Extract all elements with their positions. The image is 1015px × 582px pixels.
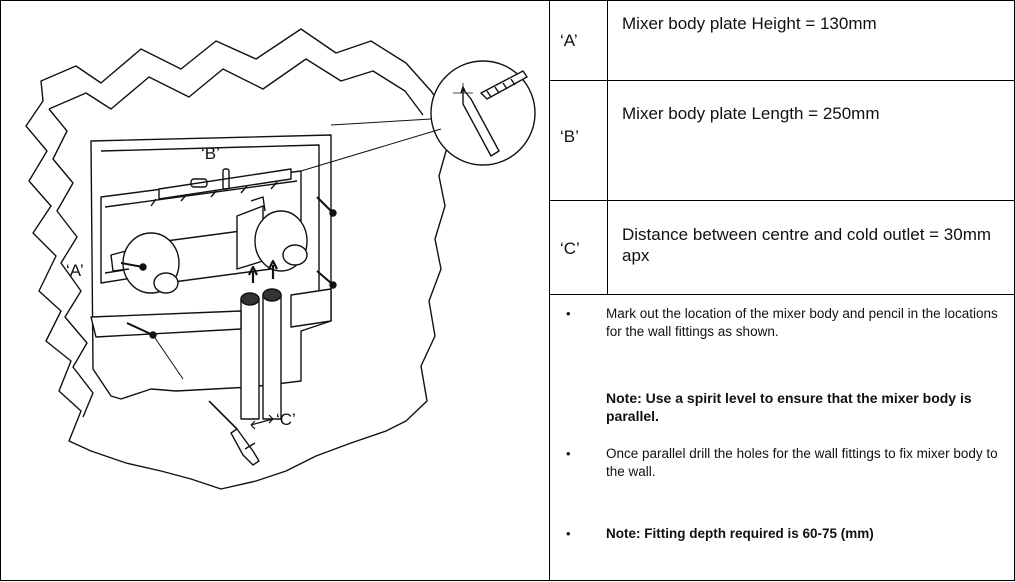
bullet: • (566, 446, 571, 461)
note-text: Mark out the location of the mixer body … (606, 306, 998, 339)
mixer-installation-illustration: ‘B’ ‘A’ ‘C’ (25, 28, 536, 490)
spec-value-a: Mixer body plate Height = 130mm (622, 14, 877, 33)
insert-arrow-right (268, 259, 278, 279)
spec-key-b: ‘B’ (560, 127, 579, 146)
spec-row-c: ‘C’ Distance between centre and cold out… (550, 201, 1014, 295)
spec-key-c: ‘C’ (560, 239, 580, 258)
label-b: ‘B’ (201, 144, 220, 163)
installation-diagram: ‘B’ ‘A’ ‘C’ (0, 0, 549, 581)
note-text: Once parallel drill the holes for the wa… (606, 446, 998, 479)
spec-table: ‘A’ Mixer body plate Height = 130mm ‘B’ … (549, 0, 1015, 581)
bullet: • (566, 306, 571, 321)
wall-left-edge (48, 108, 94, 418)
instruction-notes: • Mark out the location of the mixer bod… (550, 295, 1014, 580)
hot-pipe (240, 298, 260, 420)
spec-row-b: ‘B’ Mixer body plate Length = 250mm (550, 81, 1014, 201)
label-a: ‘A’ (66, 261, 84, 280)
cold-pipe (262, 294, 282, 420)
dimension-c-arrow (250, 414, 274, 430)
spec-value-c: Distance between centre and cold outlet … (622, 225, 992, 265)
screw-left (120, 262, 144, 268)
note-text: Note: Use a spirit level to ensure that … (606, 390, 972, 424)
spec-key-a: ‘A’ (560, 31, 578, 50)
note-text: Note: Fitting depth required is 60-75 (m… (606, 526, 874, 541)
insert-arrow-left (248, 265, 258, 283)
screw-right-bottom (316, 270, 332, 284)
wall-top-edge (48, 58, 424, 116)
spec-value-b: Mixer body plate Length = 250mm (622, 104, 880, 123)
screw-bottom (126, 322, 154, 336)
label-c: ‘C’ (276, 410, 296, 429)
screw-right-top (316, 196, 332, 212)
bullet: • (566, 526, 571, 541)
spec-row-a: ‘A’ Mixer body plate Height = 130mm (550, 1, 1014, 81)
screwdriver (208, 400, 238, 430)
